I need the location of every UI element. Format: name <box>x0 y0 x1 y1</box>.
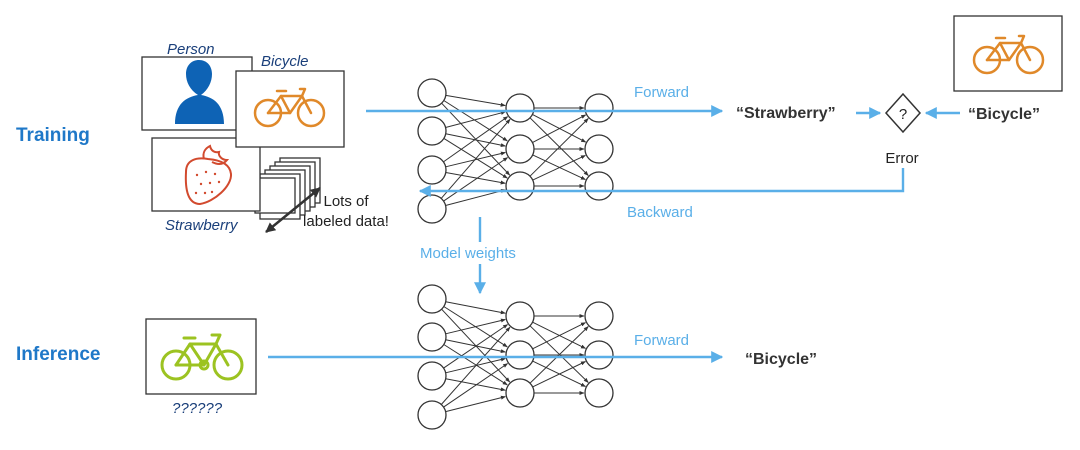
inference-prediction-label: “Bicycle” <box>745 351 817 368</box>
inference-section-label: Inference <box>16 344 100 365</box>
training-backward-arrow <box>418 168 905 197</box>
person-silhouette-icon <box>175 60 224 124</box>
network-edge <box>443 344 508 386</box>
network-edge <box>532 154 586 181</box>
network-edge <box>443 157 509 202</box>
network-edge <box>529 118 589 177</box>
lots-of-data-note-line2: labeled data! <box>303 213 389 230</box>
inference-forward-label: Forward <box>634 332 689 349</box>
network-node-l1-1 <box>417 78 447 108</box>
data-size-double-arrow <box>265 187 321 233</box>
network-edge <box>445 318 506 335</box>
network-node-l1-1 <box>417 284 447 314</box>
inference-bicycle-icon <box>160 333 244 381</box>
network-edge <box>445 133 506 148</box>
ground-truth-card <box>953 15 1063 92</box>
network-node-l1-2 <box>417 116 447 146</box>
network-edge <box>443 116 509 163</box>
training-forward-label: Forward <box>634 84 689 101</box>
bicycle-label: Bicycle <box>261 53 309 70</box>
network-edge <box>445 301 506 315</box>
network-node-l2-3 <box>505 378 535 408</box>
network-edge <box>532 361 586 388</box>
network-edge <box>443 363 509 408</box>
network-node-l1-3 <box>417 155 447 185</box>
network-node-l3-3 <box>584 171 614 201</box>
network-node-l1-4 <box>417 194 447 224</box>
strawberry-label: Strawberry <box>165 217 239 234</box>
model-weights-label-bg <box>416 242 540 264</box>
inference-unknown-label: ?????? <box>172 400 223 417</box>
bicycle-icon <box>253 87 326 128</box>
network-node-l3-1 <box>584 301 614 331</box>
network-edge <box>532 114 587 144</box>
strawberry-icon <box>184 144 232 206</box>
network-node-l1-4 <box>417 400 447 430</box>
model-weights-label: Model weights <box>420 245 516 262</box>
network-node-l3-2 <box>584 134 614 164</box>
network-edge <box>445 189 506 206</box>
network-node-l3-1 <box>584 93 614 123</box>
network-node-l1-3 <box>417 361 447 391</box>
bicycle-card <box>235 70 345 148</box>
ground-truth-bicycle-icon <box>972 34 1045 75</box>
network-edge <box>440 118 511 199</box>
card-stack-edges <box>254 157 321 220</box>
compare-symbol: ? <box>899 106 907 123</box>
network-edge <box>529 325 589 383</box>
network-edge <box>440 326 511 405</box>
network-node-l3-3 <box>584 378 614 408</box>
training-prediction-label: “Strawberry” <box>736 105 836 122</box>
inference-neural-network <box>417 284 614 430</box>
diamond-compare-icon: ? <box>884 92 922 134</box>
network-edge <box>445 111 506 128</box>
network-edge <box>443 324 509 369</box>
network-edge <box>532 322 586 350</box>
lots-of-data-note-line1: Lots of <box>323 193 369 210</box>
network-edge <box>445 378 506 392</box>
network-node-l1-2 <box>417 322 447 352</box>
network-edge <box>445 94 506 107</box>
network-node-l2-2 <box>505 134 535 164</box>
network-node-l2-3 <box>505 171 535 201</box>
network-edge <box>445 395 506 413</box>
training-neural-network <box>417 78 614 224</box>
network-edge <box>445 172 506 185</box>
network-node-l2-2 <box>505 340 535 370</box>
network-node-l2-1 <box>505 301 535 331</box>
network-node-l3-2 <box>584 340 614 370</box>
ground-truth-label: “Bicycle” <box>968 106 1040 123</box>
training-section-label: Training <box>16 125 90 146</box>
network-edge <box>443 100 508 142</box>
network-node-l2-1 <box>505 93 535 123</box>
error-label: Error <box>885 150 918 167</box>
training-data-stack: Person Bicycle Strawberry Lots of labele… <box>141 41 389 234</box>
person-label: Person <box>167 41 215 58</box>
network-edge <box>529 326 589 384</box>
training-backward-label: Backward <box>627 204 693 221</box>
